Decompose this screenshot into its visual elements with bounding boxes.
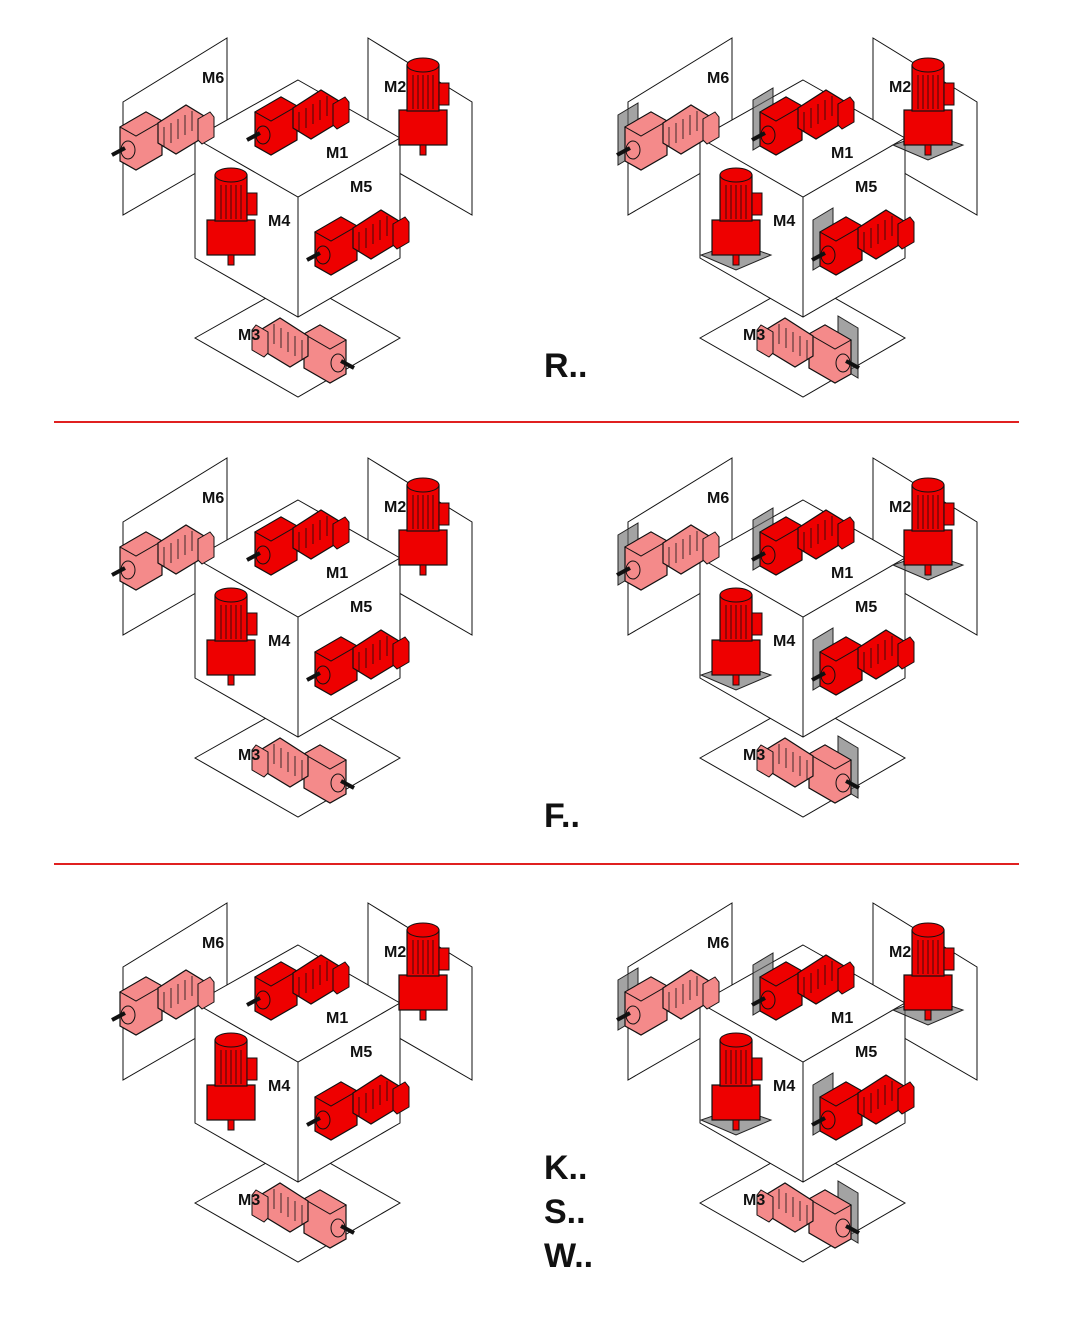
series-label-r: R.. <box>544 344 587 388</box>
position-label-m5: M5 <box>350 599 372 616</box>
series-name: K.. <box>544 1149 588 1187</box>
position-label-m2: M2 <box>889 944 911 961</box>
position-label-m3: M3 <box>238 1192 260 1209</box>
series-name: S.. <box>544 1193 586 1231</box>
position-label-m6: M6 <box>707 70 729 87</box>
position-label-m4: M4 <box>773 633 795 650</box>
gear-motor-icon <box>398 922 450 1021</box>
gear-motor-icon <box>206 1032 258 1131</box>
gear-motor-icon <box>811 207 915 276</box>
gear-motor-icon <box>751 87 855 156</box>
position-label-m5: M5 <box>855 599 877 616</box>
gear-motor-icon <box>251 737 355 804</box>
position-label-m6: M6 <box>707 935 729 952</box>
plane-m3 <box>698 1144 907 1263</box>
plane-m3 <box>193 699 402 818</box>
plane-m3 <box>193 279 402 398</box>
gear-motor-icon <box>756 735 860 804</box>
gear-motor-icon <box>891 922 965 1026</box>
gear-motor-icon <box>206 167 258 266</box>
gear-motor-icon <box>756 1180 860 1249</box>
position-label-m5: M5 <box>855 179 877 196</box>
gear-motor-icon <box>111 969 215 1036</box>
position-label-m2: M2 <box>889 499 911 516</box>
position-label-m3: M3 <box>743 747 765 764</box>
position-label-m6: M6 <box>202 490 224 507</box>
series-name: W.. <box>544 1237 594 1275</box>
plane-m3 <box>698 699 907 818</box>
series-name: F.. <box>544 797 580 835</box>
gear-motor-icon <box>811 627 915 696</box>
position-label-m5: M5 <box>350 1044 372 1061</box>
gear-motor-icon <box>306 209 410 276</box>
gear-motor-icon <box>751 507 855 576</box>
gear-motor-icon <box>398 57 450 156</box>
row-divider <box>54 421 1019 423</box>
position-label-m1: M1 <box>326 1010 348 1027</box>
position-label-m4: M4 <box>268 1078 290 1095</box>
position-label-m4: M4 <box>773 213 795 230</box>
position-label-m1: M1 <box>326 145 348 162</box>
position-label-m4: M4 <box>268 213 290 230</box>
position-label-m1: M1 <box>831 145 853 162</box>
position-label-m5: M5 <box>350 179 372 196</box>
position-label-m1: M1 <box>326 565 348 582</box>
position-label-m1: M1 <box>831 565 853 582</box>
gear-motor-icon <box>306 1074 410 1141</box>
gear-motor-icon <box>246 89 350 156</box>
gear-motor-icon <box>111 104 215 171</box>
position-label-m6: M6 <box>707 490 729 507</box>
position-label-m3: M3 <box>238 747 260 764</box>
gear-motor-icon <box>111 524 215 591</box>
position-label-m2: M2 <box>384 944 406 961</box>
position-label-m3: M3 <box>743 327 765 344</box>
gear-motor-icon <box>251 1182 355 1249</box>
position-label-m4: M4 <box>773 1078 795 1095</box>
position-label-m3: M3 <box>238 327 260 344</box>
position-label-m5: M5 <box>855 1044 877 1061</box>
gear-motor-icon <box>616 967 720 1036</box>
position-label-m6: M6 <box>202 935 224 952</box>
gear-motor-icon <box>756 315 860 384</box>
gear-motor-icon <box>699 167 773 271</box>
gear-motor-icon <box>246 509 350 576</box>
gear-motor-icon <box>206 587 258 686</box>
gear-motor-icon <box>751 952 855 1021</box>
position-label-m3: M3 <box>743 1192 765 1209</box>
plane-m3 <box>698 279 907 398</box>
gear-motor-icon <box>306 629 410 696</box>
gear-motor-icon <box>251 317 355 384</box>
series-name: R.. <box>544 347 588 385</box>
position-label-m2: M2 <box>384 79 406 96</box>
gear-motor-icon <box>699 587 773 691</box>
gear-motor-icon <box>811 1072 915 1141</box>
gear-motor-icon <box>616 102 720 171</box>
gear-motor-icon <box>616 522 720 591</box>
gear-motor-icon <box>398 477 450 576</box>
position-label-m1: M1 <box>831 1010 853 1027</box>
position-label-m2: M2 <box>384 499 406 516</box>
series-label-ksw: K.. S.. W.. <box>544 1146 593 1278</box>
gear-motor-icon <box>891 477 965 581</box>
gear-motor-icon <box>699 1032 773 1136</box>
position-label-m4: M4 <box>268 633 290 650</box>
row-divider <box>54 863 1019 865</box>
series-label-f: F.. <box>544 794 580 838</box>
gear-motor-icon <box>891 57 965 161</box>
plane-m3 <box>193 1144 402 1263</box>
position-label-m6: M6 <box>202 70 224 87</box>
gear-motor-icon <box>246 954 350 1021</box>
position-label-m2: M2 <box>889 79 911 96</box>
